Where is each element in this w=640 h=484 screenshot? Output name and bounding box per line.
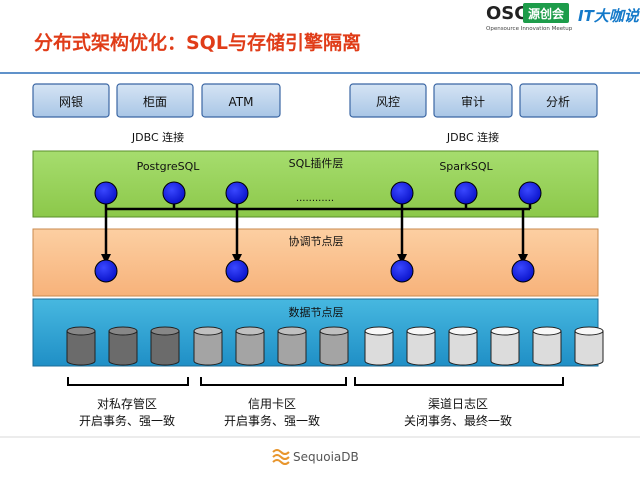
application-row: 网银 柜面 ATM 风控 审计 分析 <box>32 83 598 118</box>
coordinator-nodes <box>94 259 535 283</box>
osc-logo-text: OSC <box>486 3 527 24</box>
osc-badge-text: 源创会 <box>528 6 565 21</box>
app-box-audit <box>433 83 513 118</box>
sql-node <box>518 181 542 205</box>
app-label-risk: 风控 <box>376 95 400 109</box>
app-label-atm: ATM <box>229 95 254 109</box>
page-title: 分布式架构优化：SQL与存储引擎隔离 <box>34 31 361 54</box>
sql-node <box>390 181 414 205</box>
sql-node <box>454 181 478 205</box>
it-logo-text: IT大咖说 <box>578 7 640 25</box>
jdbc-label-left: JDBC 连接 <box>131 131 184 144</box>
coordinator-node <box>94 259 118 283</box>
storage-cylinder <box>490 326 520 366</box>
app-box-risk <box>349 83 427 118</box>
storage-cylinder <box>150 326 180 366</box>
coordinator-node <box>390 259 414 283</box>
app-box-analysis <box>519 83 598 118</box>
group-brace-private <box>67 377 189 386</box>
app-box-counter <box>116 83 194 118</box>
osc-logo-subtitle: Opensource Innovation Meetup <box>486 26 573 32</box>
osc-badge-bg <box>523 3 569 23</box>
app-label-analysis: 分析 <box>546 95 570 109</box>
group-name-channel-log: 渠道日志区 <box>428 397 488 411</box>
sequoiadb-logo-text: SequoiaDB <box>293 450 359 464</box>
data-layer-title: 数据节点层 <box>289 305 344 319</box>
storage-cylinder <box>574 326 604 366</box>
jdbc-label-right: JDBC 连接 <box>446 131 499 144</box>
osc-logo: OSC 源创会 Opensource Innovation Meetup <box>486 3 573 32</box>
coordinator-layer-title: 协调节点层 <box>289 234 344 248</box>
group-desc-credit-card: 开启事务、强一致 <box>224 413 320 428</box>
coordinator-node <box>511 259 535 283</box>
group-name-private: 对私存管区 <box>97 396 157 411</box>
group-desc-private: 开启事务、强一致 <box>79 413 175 428</box>
coordinator-node <box>225 259 249 283</box>
sql-node <box>162 181 186 205</box>
group-brace-credit-card <box>200 377 347 386</box>
storage-cylinder <box>319 326 349 366</box>
group-braces <box>67 377 564 386</box>
storage-cylinder <box>406 326 436 366</box>
storage-cylinder <box>277 326 307 366</box>
app-label-online-banking: 网银 <box>59 95 83 109</box>
storage-cylinder <box>66 326 96 366</box>
sql-node <box>94 181 118 205</box>
app-box-online-banking <box>32 83 110 118</box>
app-label-counter: 柜面 <box>143 95 167 109</box>
sql-layer-title: SQL插件层 <box>289 156 344 170</box>
sql-nodes <box>94 181 542 205</box>
storage-cylinder <box>364 326 394 366</box>
sequoiadb-logo: SequoiaDB <box>272 449 359 465</box>
coordinator-layer <box>32 228 599 297</box>
data-node-cylinders <box>66 326 604 366</box>
it-logo: IT大咖说 <box>578 7 640 25</box>
storage-cylinder <box>193 326 223 366</box>
storage-cylinder <box>108 326 138 366</box>
sql-plugin-layer <box>32 150 599 218</box>
storage-cylinder <box>235 326 265 366</box>
sequoiadb-logo-icon <box>272 449 290 465</box>
sparksql-label: SparkSQL <box>439 160 493 173</box>
sql-layer-ellipsis: ............ <box>296 193 334 204</box>
app-box-atm <box>201 83 281 118</box>
storage-cylinder <box>532 326 562 366</box>
group-brace-channel-log <box>354 377 564 386</box>
postgresql-label: PostgreSQL <box>137 160 201 173</box>
app-label-audit: 审计 <box>461 94 485 109</box>
group-name-credit-card: 信用卡区 <box>248 397 296 411</box>
group-desc-channel-log: 关闭事务、最终一致 <box>404 413 512 428</box>
sql-node <box>225 181 249 205</box>
storage-cylinder <box>448 326 478 366</box>
